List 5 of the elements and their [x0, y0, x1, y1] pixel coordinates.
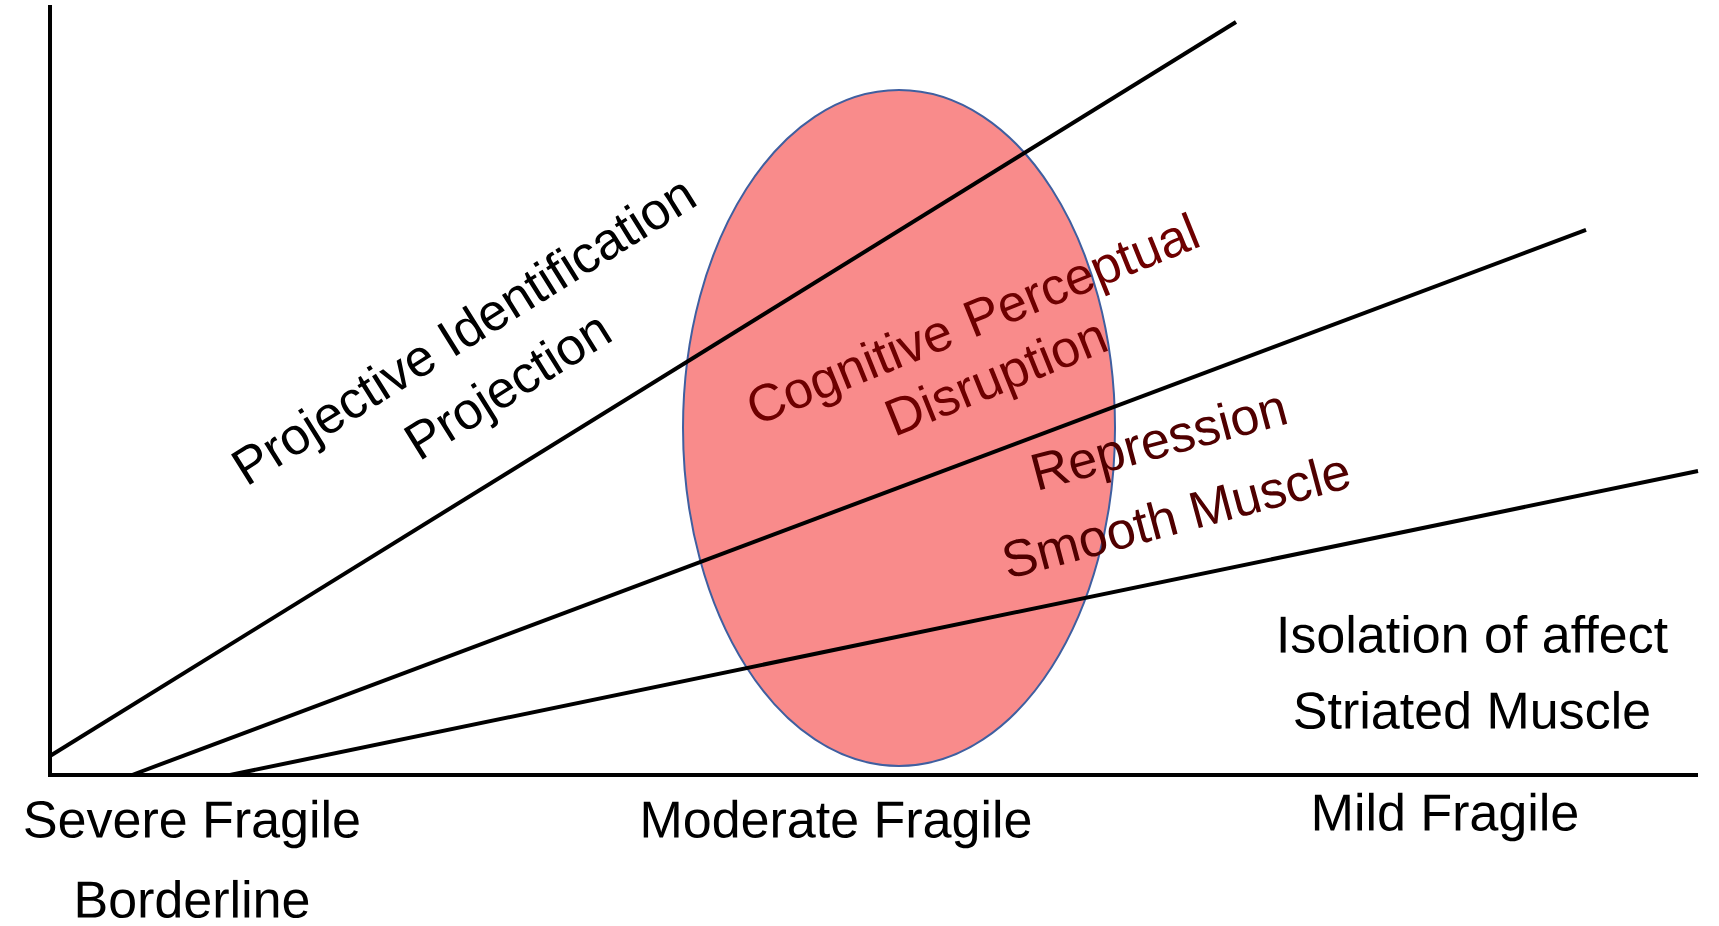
text-label: Isolation of affect: [1280, 614, 1668, 654]
text-label: Mild Fragile: [1314, 792, 1577, 842]
text-label: Borderline: [77, 879, 309, 919]
text-label: Striated Muscle: [1295, 690, 1649, 730]
text-label: Severe Fragile: [25, 799, 359, 849]
